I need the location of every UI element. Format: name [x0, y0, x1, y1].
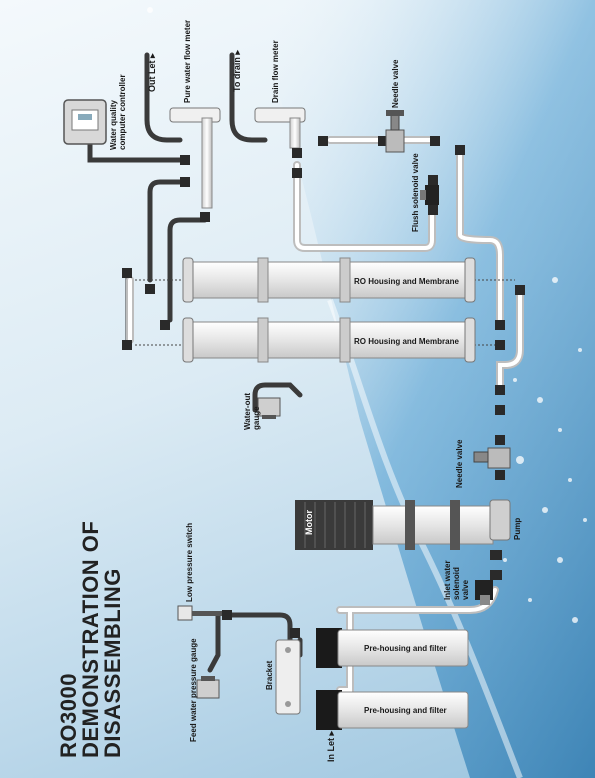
motor-pump [295, 499, 511, 550]
label-in-let: In Let ▸ [326, 731, 336, 762]
label-pre-housing-1: Pre-housing and filter [364, 644, 447, 653]
drain-flow-meter [254, 107, 306, 149]
water-out-gauge [257, 397, 281, 419]
title-line-1: RO3000 [56, 673, 81, 758]
feed-water-pressure-gauge [196, 676, 220, 699]
label-motor: Motor [304, 510, 314, 535]
ro-housing-1 [182, 257, 476, 303]
label-ro-housing-1: RO Housing and Membrane [354, 277, 459, 286]
label-inlet-1: Inlet water [443, 560, 452, 600]
pre-housing-2 [316, 690, 469, 730]
water-quality-controller [63, 99, 107, 145]
title-line-2: DEMONSTRATION OF [78, 520, 103, 758]
label-inlet-3: valve [461, 579, 470, 600]
labels: Out Let ▸ Pure water flow meter To drain… [109, 20, 522, 762]
label-inlet-2: solenoid [452, 567, 461, 600]
label-to-drain: To drain ▸ [232, 50, 242, 92]
label-low-pressure-switch: Low pressure switch [185, 523, 194, 602]
label-pump: Pump [513, 518, 522, 540]
label-drain-flow-meter: Drain flow meter [271, 40, 280, 103]
label-feed-water-pressure-gauge: Feed water pressure gauge [189, 638, 198, 742]
label-flush-solenoid-valve: Flush solenoid valve [411, 153, 420, 232]
label-needle-valve-bottom: Needle valve [455, 439, 464, 488]
water-splash [250, 0, 595, 778]
low-pressure-switch [177, 605, 222, 621]
needle-valve-top [385, 110, 405, 153]
bracket [275, 639, 301, 715]
title-line-3: DISASSEMBLING [100, 568, 125, 758]
fittings [122, 136, 525, 638]
pure-water-flow-meter [169, 107, 221, 209]
label-out-let: Out Let ▸ [147, 53, 157, 92]
page-title: RO3000 DEMONSTRATION OF DISASSEMBLING [56, 520, 125, 758]
water-droplets [147, 7, 587, 623]
flush-solenoid-valve [420, 185, 439, 205]
ro-housing-2 [182, 317, 476, 363]
label-bracket: Bracket [265, 660, 274, 690]
label-water-quality-2: computer controller [118, 74, 127, 150]
dark-pipes [87, 52, 303, 673]
pre-housing-1 [316, 628, 469, 668]
label-needle-valve-top: Needle valve [391, 59, 400, 108]
needle-valve-bottom [473, 447, 511, 469]
label-pre-housing-2: Pre-housing and filter [364, 706, 447, 715]
label-water-quality-1: Water quality [109, 100, 118, 150]
label-pure-water-flow-meter: Pure water flow meter [183, 20, 192, 103]
label-ro-housing-2: RO Housing and Membrane [354, 337, 459, 346]
inlet-solenoid-valve [475, 580, 493, 605]
label-water-out-2: gauge [252, 406, 261, 430]
label-water-out-1: Water-out [243, 393, 252, 430]
